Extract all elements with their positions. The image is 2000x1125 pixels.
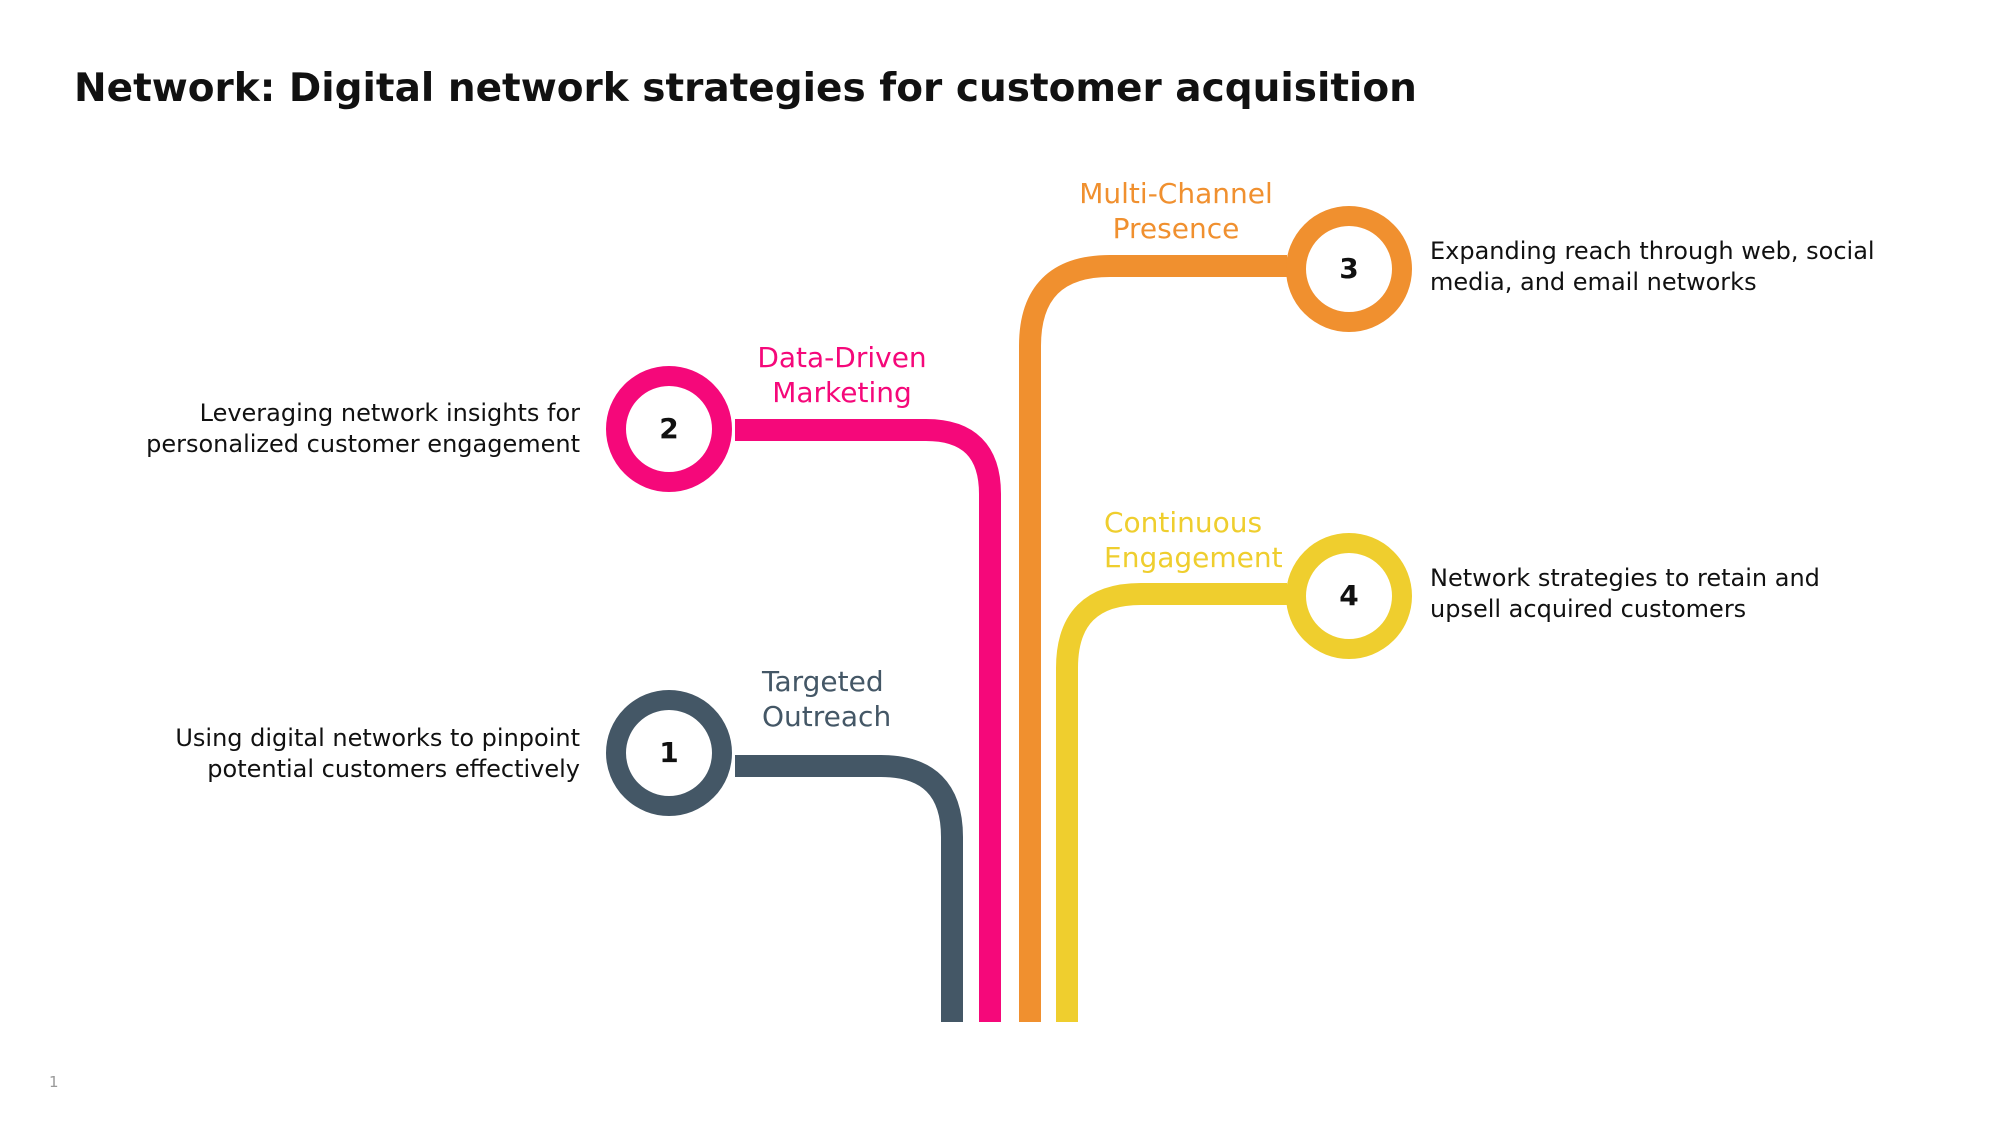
step-1-description-line-2: potential customers effectively (207, 755, 580, 783)
step-4-title: Continuous Engagement (1104, 505, 1284, 575)
step-3-title: Multi-Channel Presence (1076, 176, 1276, 246)
step-4-description-line-2: upsell acquired customers (1430, 595, 1747, 623)
step-2-description-line-2: personalized customer engagement (146, 430, 580, 458)
slide-title: Network: Digital network strategies for … (74, 66, 1417, 111)
page-number: 1 (49, 1073, 59, 1091)
step-1-title-line-1: Targeted (762, 665, 884, 698)
step-3-title-line-2: Presence (1112, 212, 1240, 245)
step-2-description: Leveraging network insights for personal… (140, 398, 580, 460)
step-1-ring (606, 690, 732, 816)
step-3-description-line-1: Expanding reach through web, social (1430, 237, 1875, 265)
step-4-number: 4 (1339, 579, 1359, 612)
step-4-path (1056, 583, 1287, 1022)
step-2-title-line-2: Marketing (772, 376, 912, 409)
step-3-description-line-2: media, and email networks (1430, 268, 1757, 296)
step-4-title-line-2: Engagement (1104, 541, 1283, 574)
step-2-ring (606, 366, 732, 492)
step-3-title-line-1: Multi-Channel (1079, 177, 1273, 210)
step-4-ring (1286, 533, 1412, 659)
step-3-ring (1286, 206, 1412, 332)
step-4-description-line-1: Network strategies to retain and (1430, 564, 1820, 592)
step-4-description: Network strategies to retain and upsell … (1430, 563, 1950, 625)
step-1-description: Using digital networks to pinpoint poten… (140, 723, 580, 785)
step-1-description-line-1: Using digital networks to pinpoint (175, 724, 580, 752)
step-3-path (1019, 255, 1287, 1022)
step-3-description: Expanding reach through web, social medi… (1430, 236, 1950, 298)
step-1-path (735, 755, 963, 1022)
step-3-number: 3 (1339, 252, 1359, 285)
step-1-number: 1 (659, 736, 679, 769)
step-4-title-line-1: Continuous (1104, 506, 1263, 539)
step-2-number: 2 (659, 412, 679, 445)
step-1-title-line-2: Outreach (762, 700, 892, 733)
step-2-description-line-1: Leveraging network insights for (199, 399, 580, 427)
step-2-path (735, 419, 1001, 1022)
step-1-title: Targeted Outreach (762, 664, 892, 734)
step-2-title-line-1: Data-Driven (757, 341, 927, 374)
step-2-title: Data-Driven Marketing (752, 340, 932, 410)
